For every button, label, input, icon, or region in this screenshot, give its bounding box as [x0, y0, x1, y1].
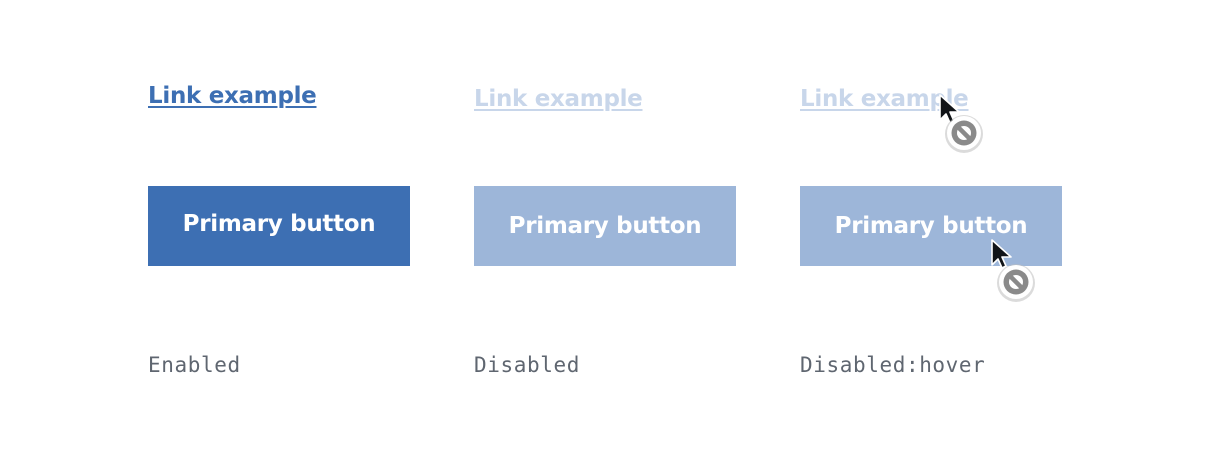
link-example-disabled: Link example: [474, 86, 643, 112]
primary-button-disabled: Primary button: [474, 186, 736, 266]
state-label-enabled: Enabled: [148, 353, 241, 377]
state-label-disabled-hover: Disabled:hover: [800, 353, 986, 377]
primary-button-disabled-hover: Primary button: [800, 186, 1062, 266]
link-example-enabled[interactable]: Link example: [148, 83, 317, 109]
state-label-disabled: Disabled: [474, 353, 580, 377]
primary-button-enabled[interactable]: Primary button: [148, 186, 410, 266]
disabled-hover-state-column: Link example Primary button Disabled:hov…: [800, 0, 1062, 460]
disabled-state-column: Link example Primary button Disabled: [474, 0, 736, 460]
enabled-state-column: Link example Primary button Enabled: [148, 0, 410, 460]
link-example-disabled-hover: Link example: [800, 86, 969, 112]
